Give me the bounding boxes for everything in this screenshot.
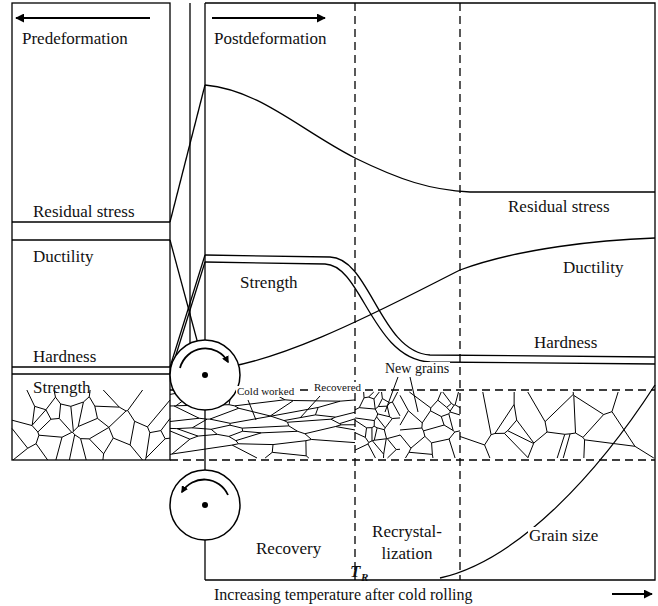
direction-arrows xyxy=(16,18,652,594)
property-label: Strength xyxy=(240,274,298,291)
property-label: Hardness xyxy=(33,348,96,365)
structure-label: New grains xyxy=(384,362,450,376)
property-label: Residual stress xyxy=(508,198,610,215)
property-curves xyxy=(12,85,655,578)
property-label: Ductility xyxy=(33,248,93,265)
grain-cells xyxy=(355,392,400,458)
section-heading: Postdeformation xyxy=(214,30,326,47)
property-label: Residual stress xyxy=(33,203,135,220)
grain-cells xyxy=(460,392,654,458)
property-label: Ductility xyxy=(563,259,623,276)
property-label: Grain size xyxy=(528,527,599,544)
temperature-symbol: T xyxy=(350,563,360,580)
grain-cells xyxy=(400,392,460,458)
property-label: Hardness xyxy=(534,334,597,351)
property-label: Strength xyxy=(33,379,91,396)
grain-cells xyxy=(12,390,170,460)
axis-label: Increasing temperature after cold rollin… xyxy=(214,587,473,603)
stage-label: Recovery xyxy=(256,540,321,557)
leader-lines xyxy=(248,377,418,420)
panel-frames xyxy=(12,3,655,580)
rollers xyxy=(170,340,240,540)
temperature-subscript: R xyxy=(361,572,368,583)
stage-label: Recrystal- lization xyxy=(363,521,451,565)
structure-label: Recovered xyxy=(313,382,362,393)
grain-structure xyxy=(12,390,655,460)
section-heading: Predeformation xyxy=(22,30,128,47)
structure-label: Cold worked xyxy=(236,386,295,397)
